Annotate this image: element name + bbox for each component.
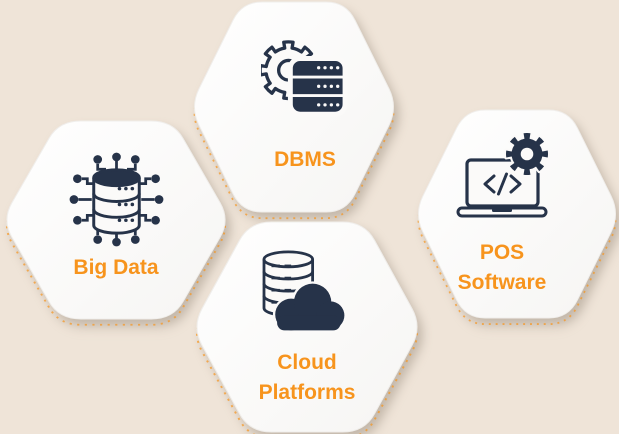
card-label-cloud-platforms: Cloud Platforms xyxy=(258,351,356,404)
database-divider xyxy=(91,209,141,219)
laptop-code-gear-icon xyxy=(456,133,548,218)
card-dbms: DBMS xyxy=(190,1,398,220)
code-brackets-glyph xyxy=(483,172,522,196)
laptop-notch xyxy=(492,208,512,212)
database-network-icon xyxy=(69,152,163,247)
cloud-solid xyxy=(275,283,345,331)
card-cloud-platforms: Cloud Platforms xyxy=(192,221,422,434)
card-label-big-data: Big Data xyxy=(73,256,159,279)
database-body xyxy=(91,177,141,235)
database-top xyxy=(91,168,141,188)
database-divider xyxy=(91,193,141,203)
card-label-dbms: DBMS xyxy=(274,148,336,171)
gear-hole xyxy=(520,147,534,161)
server-leds xyxy=(317,66,340,107)
card-big-data: Big Data xyxy=(2,120,230,326)
card-label-pos-software: POS Software xyxy=(457,241,547,294)
database-dots xyxy=(117,186,134,223)
server-gear-icon xyxy=(261,40,348,117)
server-row-dividers xyxy=(291,75,345,98)
circuit-nodes xyxy=(69,152,163,247)
database-cloud-icon xyxy=(262,250,347,333)
card-pos-software: POS Software xyxy=(414,109,619,326)
